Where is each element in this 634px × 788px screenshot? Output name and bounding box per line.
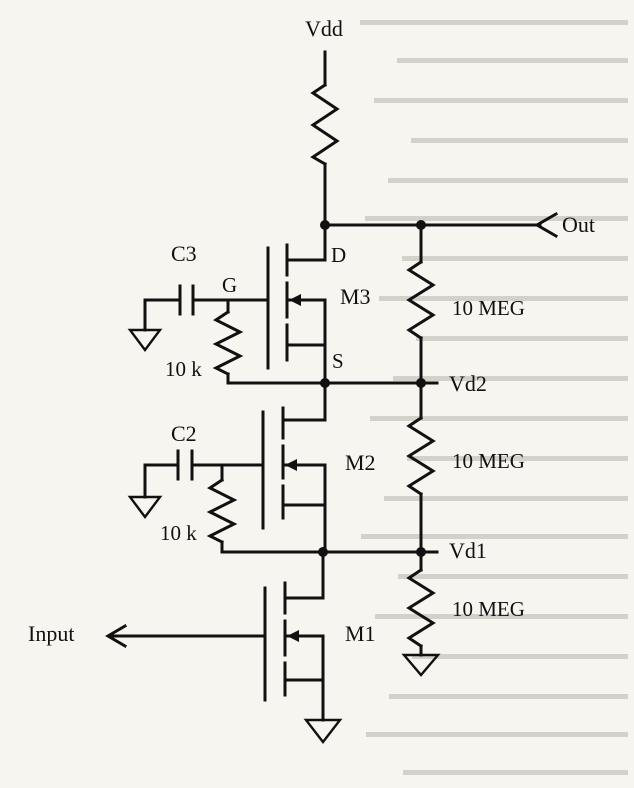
label-out: Out [562, 212, 595, 237]
background-text-line [398, 574, 628, 579]
background-text-line [389, 694, 628, 699]
label-input: Input [28, 621, 74, 646]
output-node [320, 211, 559, 239]
background-text-line [393, 376, 628, 381]
label-c3: C3 [171, 241, 197, 266]
background-text-line [374, 98, 628, 103]
background-text-line [411, 138, 628, 143]
resistor-divider-mid [406, 381, 436, 554]
transistor-m3 [266, 223, 327, 385]
background-text-line [402, 256, 628, 261]
label-r-gate-m3: 10 k [165, 357, 202, 381]
ground-symbol-m1 [303, 718, 343, 744]
label-m3: M3 [340, 284, 371, 309]
transistor-m1 [263, 550, 343, 744]
ground-symbol-divider [401, 653, 441, 677]
input-wire [105, 623, 267, 649]
background-text-line [365, 216, 628, 221]
label-source-s: S [332, 349, 344, 373]
background-text-line [370, 416, 628, 421]
resistor-divider-bottom [401, 550, 441, 677]
label-drain-d: D [331, 243, 346, 267]
ground-symbol-c3 [127, 328, 163, 352]
background-text-line [403, 770, 628, 775]
ground-symbol-c2 [127, 495, 163, 519]
label-m2: M2 [345, 450, 376, 475]
node-vd1 [220, 547, 439, 557]
background-text-line [397, 58, 628, 63]
label-vd1: Vd1 [449, 538, 487, 563]
m2-gate-network [127, 449, 265, 554]
m3-gate-network [127, 284, 270, 385]
label-r-divider-bottom: 10 MEG [452, 597, 525, 621]
node-vd2 [226, 378, 439, 388]
label-r-divider-top: 10 MEG [452, 296, 525, 320]
background-text-line [375, 614, 628, 619]
label-m1: M1 [345, 621, 376, 646]
background-text-line [360, 20, 628, 25]
vdd-supply [310, 50, 340, 227]
resistor-divider-top [406, 223, 436, 385]
label-c2: C2 [171, 421, 197, 446]
background-text-line [384, 496, 628, 501]
label-r-divider-mid: 10 MEG [452, 449, 525, 473]
background-text-line [407, 456, 628, 461]
background-text-line [416, 336, 628, 341]
label-vd2: Vd2 [449, 371, 487, 396]
background-text-line [379, 296, 628, 301]
label-r-gate-m2: 10 k [160, 521, 197, 545]
label-gate-g: G [222, 273, 237, 297]
label-vdd: Vdd [305, 16, 343, 41]
background-text-line [388, 178, 628, 183]
background-text-line [361, 534, 628, 539]
background-text-line [366, 732, 628, 737]
background-text-line [412, 654, 628, 659]
transistor-m2 [261, 381, 327, 554]
